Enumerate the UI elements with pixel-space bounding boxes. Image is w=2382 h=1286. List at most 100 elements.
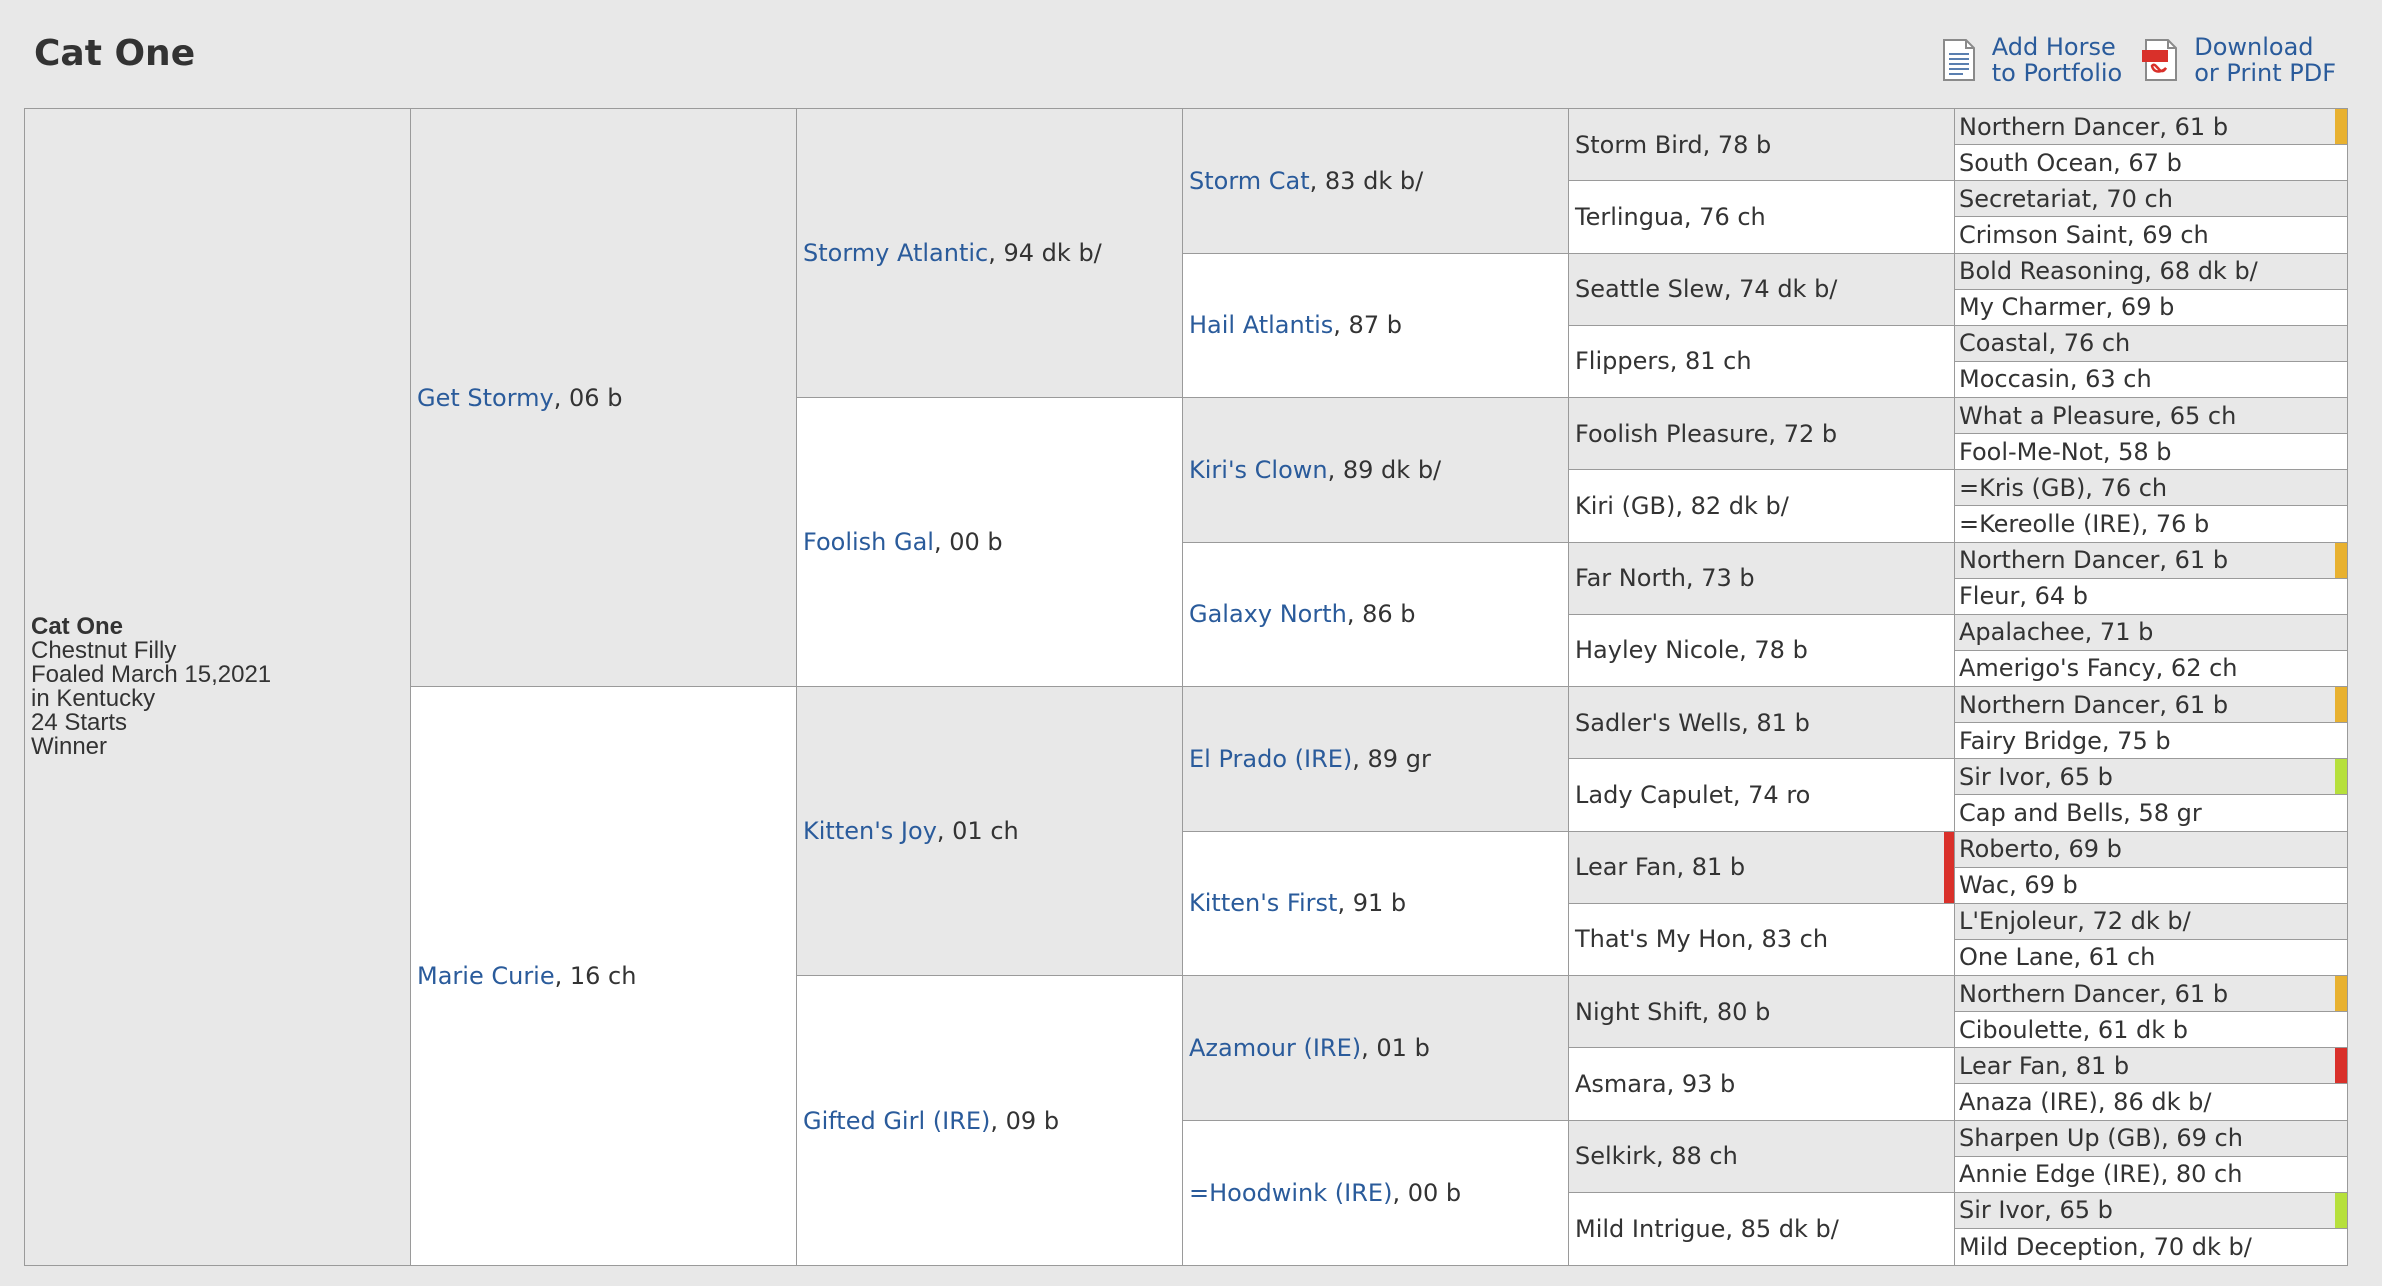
ancestor-label: That's My Hon, 83 ch — [1575, 925, 1829, 954]
ancestor-link[interactable]: Gifted Girl (IRE) — [803, 1106, 991, 1135]
ancestor-link[interactable]: Kitten's First — [1189, 889, 1338, 918]
pedigree-gen5-cell: Crimson Saint, 69 ch — [1955, 217, 2347, 254]
ancestor-info: , 16 ch — [554, 962, 637, 990]
ancestor-label: Sir Ivor, 65 b — [1959, 762, 2113, 791]
to-portfolio-label: to Portfolio — [1991, 59, 2123, 87]
ancestor-link[interactable]: Kitten's Joy — [803, 817, 937, 845]
pedigree-gen2-cell[interactable]: Stormy Atlantic, 94 dk b/ — [797, 109, 1183, 398]
pedigree-gen4-cell: Lady Capulet, 74 ro — [1569, 759, 1955, 832]
pedigree-gen3-cell[interactable]: Galaxy North, 86 b — [1183, 542, 1569, 687]
ancestor-label: Seattle Slew, 74 dk b/ — [1575, 275, 1838, 304]
pedigree-gen5-cell: Mild Deception, 70 dk b/ — [1955, 1228, 2347, 1265]
pedigree-gen5-cell: Anaza (IRE), 86 dk b/ — [1955, 1084, 2347, 1121]
ancestor-label: Northern Dancer, 61 b — [1959, 979, 2229, 1008]
pedigree-gen4-cell: Sadler's Wells, 81 b — [1569, 687, 1955, 760]
pedigree-gen5-cell: One Lane, 61 ch — [1955, 939, 2347, 976]
ancestor-info: , 01 b — [1361, 1033, 1430, 1062]
pedigree-gen2-cell[interactable]: Foolish Gal, 00 b — [797, 398, 1183, 687]
pedigree-gen4-cell: Night Shift, 80 b — [1569, 976, 1955, 1049]
pedigree-gen4-cell: Foolish Pleasure, 72 b — [1569, 398, 1955, 471]
ancestor-label: South Ocean, 67 b — [1959, 148, 2182, 177]
pedigree-gen5-cell: What a Pleasure, 65 ch — [1955, 398, 2347, 435]
ancestor-label: Lear Fan, 81 b — [1575, 853, 1746, 882]
add-to-portfolio-link[interactable]: Add Horse to Portfolio — [1938, 34, 2122, 86]
inbreeding-marker — [2335, 687, 2347, 723]
pedigree-gen4-cell: That's My Hon, 83 ch — [1569, 903, 1955, 976]
pedigree-gen3-cell[interactable]: =Hoodwink (IRE), 00 b — [1183, 1120, 1569, 1265]
pedigree-gen5-cell: Fool-Me-Not, 58 b — [1955, 434, 2347, 471]
pedigree-gen1-cell[interactable]: Marie Curie, 16 ch — [411, 687, 797, 1265]
ancestor-label: Anaza (IRE), 86 dk b/ — [1959, 1087, 2212, 1116]
ancestor-label: Fool-Me-Not, 58 b — [1959, 437, 2172, 466]
ancestor-label: =Kris (GB), 76 ch — [1959, 473, 2168, 502]
ancestor-label: Hayley Nicole, 78 b — [1575, 636, 1808, 665]
ancestor-info: , 00 b — [933, 528, 1003, 556]
ancestor-label: Mild Deception, 70 dk b/ — [1959, 1232, 2252, 1261]
pedigree-gen4-cell: Lear Fan, 81 b — [1569, 831, 1955, 904]
pedigree-gen3-cell[interactable]: Azamour (IRE), 01 b — [1183, 976, 1569, 1121]
ancestor-info: , 89 dk b/ — [1327, 455, 1442, 484]
ancestor-link[interactable]: Marie Curie — [417, 962, 555, 990]
pedigree-gen3-cell[interactable]: El Prado (IRE), 89 gr — [1183, 687, 1569, 832]
ancestor-link[interactable]: Kiri's Clown — [1189, 455, 1328, 484]
ancestor-label: Northern Dancer, 61 b — [1959, 690, 2229, 719]
ancestor-label: Asmara, 93 b — [1575, 1069, 1736, 1098]
page-title: Cat One — [34, 33, 196, 74]
print-pdf-label: or Print PDF — [2194, 59, 2336, 87]
ancestor-label: Secretariat, 70 ch — [1959, 184, 2173, 213]
ancestor-info: , 94 dk b/ — [988, 239, 1102, 267]
ancestor-label: Sharpen Up (GB), 69 ch — [1959, 1124, 2243, 1153]
pedigree-gen5-cell: Wac, 69 b — [1955, 867, 2347, 904]
pedigree-gen1-cell[interactable]: Get Stormy, 06 b — [411, 109, 797, 687]
pedigree-gen3-cell[interactable]: Hail Atlantis, 87 b — [1183, 253, 1569, 398]
ancestor-link[interactable]: Stormy Atlantic — [803, 239, 989, 267]
inbreeding-marker — [2335, 759, 2347, 795]
inbreeding-marker — [2335, 542, 2347, 578]
ancestor-info: , 91 b — [1337, 889, 1407, 918]
pedigree-gen5-cell: Moccasin, 63 ch — [1955, 361, 2347, 398]
ancestor-label: Fairy Bridge, 75 b — [1959, 726, 2171, 755]
ancestor-link[interactable]: Galaxy North — [1189, 600, 1347, 629]
pedigree-gen5-cell: Bold Reasoning, 68 dk b/ — [1955, 253, 2347, 290]
subject-record: Winner — [31, 733, 108, 760]
pedigree-gen5-cell: Northern Dancer, 61 b — [1955, 109, 2347, 146]
ancestor-link[interactable]: Azamour (IRE) — [1189, 1033, 1362, 1062]
ancestor-label: Far North, 73 b — [1575, 564, 1755, 593]
ancestor-label: Apalachee, 71 b — [1959, 618, 2154, 647]
ancestor-label: Roberto, 69 b — [1959, 835, 2122, 864]
ancestor-label: Flippers, 81 ch — [1575, 347, 1752, 376]
ancestor-info: , 01 ch — [936, 817, 1019, 845]
ancestor-label: =Kereolle (IRE), 76 b — [1959, 509, 2210, 538]
ancestor-link[interactable]: Hail Atlantis — [1189, 311, 1334, 340]
ancestor-label: Lady Capulet, 74 ro — [1575, 780, 1811, 809]
pedigree-gen5-cell: Sir Ivor, 65 b — [1955, 1192, 2347, 1229]
ancestor-link[interactable]: El Prado (IRE) — [1189, 744, 1353, 773]
document-list-icon — [1942, 39, 1975, 81]
pdf-icon — [2142, 39, 2178, 81]
ancestor-info: , 06 b — [553, 383, 623, 412]
ancestor-label: Sadler's Wells, 81 b — [1575, 708, 1810, 737]
inbreeding-marker — [2335, 1192, 2347, 1228]
pedigree-gen2-cell[interactable]: Kitten's Joy, 01 ch — [797, 687, 1183, 976]
pedigree-gen3-cell[interactable]: Storm Cat, 83 dk b/ — [1183, 109, 1569, 254]
pedigree-gen4-cell: Selkirk, 88 ch — [1569, 1120, 1955, 1193]
pedigree-gen2-cell[interactable]: Gifted Girl (IRE), 09 b — [797, 976, 1183, 1265]
ancestor-link[interactable]: Foolish Gal — [803, 528, 934, 556]
ancestor-link[interactable]: =Hoodwink (IRE) — [1189, 1178, 1393, 1207]
ancestor-info: , 09 b — [990, 1106, 1060, 1135]
pedigree-gen5-cell: My Charmer, 69 b — [1955, 289, 2347, 326]
pedigree-gen5-cell: Coastal, 76 ch — [1955, 325, 2347, 362]
pedigree-gen3-cell[interactable]: Kitten's First, 91 b — [1183, 831, 1569, 976]
ancestor-label: Cap and Bells, 58 gr — [1959, 798, 2202, 827]
pedigree-gen5-cell: Apalachee, 71 b — [1955, 614, 2347, 651]
pedigree-gen3-cell[interactable]: Kiri's Clown, 89 dk b/ — [1183, 398, 1569, 543]
ancestor-label: Selkirk, 88 ch — [1575, 1142, 1738, 1171]
pedigree-gen5-cell: =Kereolle (IRE), 76 b — [1955, 506, 2347, 543]
pedigree-gen4-cell: Far North, 73 b — [1569, 542, 1955, 615]
ancestor-label: Night Shift, 80 b — [1575, 997, 1771, 1026]
ancestor-link[interactable]: Get Stormy — [417, 383, 554, 412]
ancestor-label: Kiri (GB), 82 dk b/ — [1575, 491, 1789, 520]
ancestor-label: Terlingua, 76 ch — [1575, 202, 1766, 231]
download-pdf-link[interactable]: Download or Print PDF — [2140, 34, 2336, 86]
ancestor-link[interactable]: Storm Cat — [1189, 166, 1310, 195]
